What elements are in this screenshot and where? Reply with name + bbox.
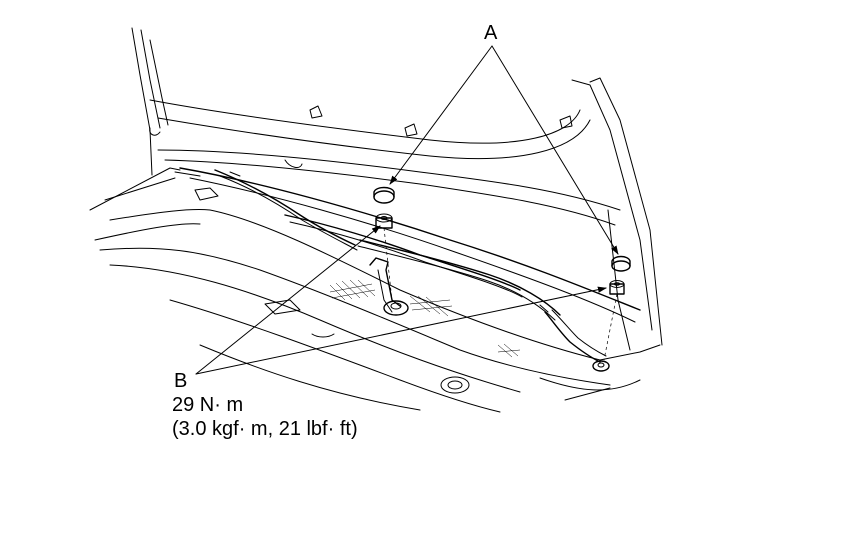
body-panel [89,167,661,413]
wiper-pivot-right [544,309,610,372]
leader-arrow [195,45,619,375]
wiper-blade-left [214,169,523,298]
torque-spec-nm: 29 N· m [172,394,244,416]
cowl-grille-hatching [329,279,521,358]
callout-a-label: A [484,22,498,44]
cowl-cover [174,167,641,323]
assembly-dashed-lines [383,227,618,361]
cap-icon [373,186,631,272]
hood-outline [131,27,663,351]
callout-b-label: B [174,370,188,392]
wiper-arm-right [357,239,561,321]
torque-spec-alt-units: (3.0 kgf· m, 21 lbf· ft) [172,418,358,440]
wiper-pivot-left [369,257,409,316]
nut-icon [375,213,625,295]
